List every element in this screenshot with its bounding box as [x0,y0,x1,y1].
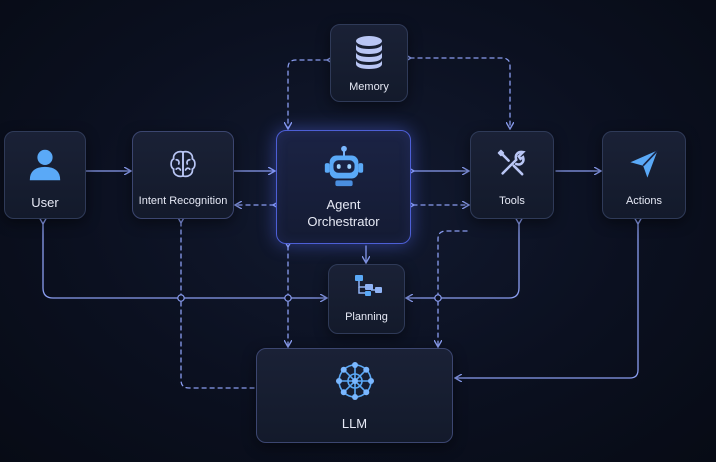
user-label: User [31,194,59,210]
junction-dot [177,294,185,302]
memory-orchestrator-dashed [288,60,328,128]
memory-node[interactable]: Memory [330,24,408,102]
actions-llm-arrow [456,223,638,378]
intent-recognition-node[interactable]: Intent Recognition [132,131,234,219]
brain-icon [170,150,196,177]
user-planning-arrow [43,223,326,298]
llm-node[interactable]: LLM [256,348,453,443]
junction-dot [284,294,292,302]
orchestrator-label-line1: Agent [326,197,361,212]
database-icon [356,35,382,69]
agent-orchestrator-node[interactable]: Agent Orchestrator [276,130,411,244]
user-icon [29,149,61,180]
paper-plane-icon [630,149,659,178]
intent-recognition-label: Intent Recognition [138,194,228,207]
user-node[interactable]: User [4,131,86,219]
actions-node[interactable]: Actions [602,131,686,219]
actions-label: Actions [625,194,663,207]
wrench-screwdriver-icon [497,149,526,175]
tools-planning-arrow [407,223,519,298]
flowchart-icon [354,274,382,296]
memory-label: Memory [349,80,389,93]
planning-label: Planning [345,310,388,323]
llm-label: LLM [341,416,368,431]
tools-node[interactable]: Tools [470,131,554,219]
orchestrator-label-line2: Orchestrator [307,214,380,229]
tools-label: Tools [499,194,525,207]
tools-llm-dashed [438,230,468,346]
junction-dot [434,294,442,302]
memory-tools-dashed [410,58,510,128]
intent-llm-dashed [181,222,255,389]
robot-icon [324,145,363,187]
planning-node[interactable]: Planning [328,264,405,334]
network-icon [335,362,374,400]
